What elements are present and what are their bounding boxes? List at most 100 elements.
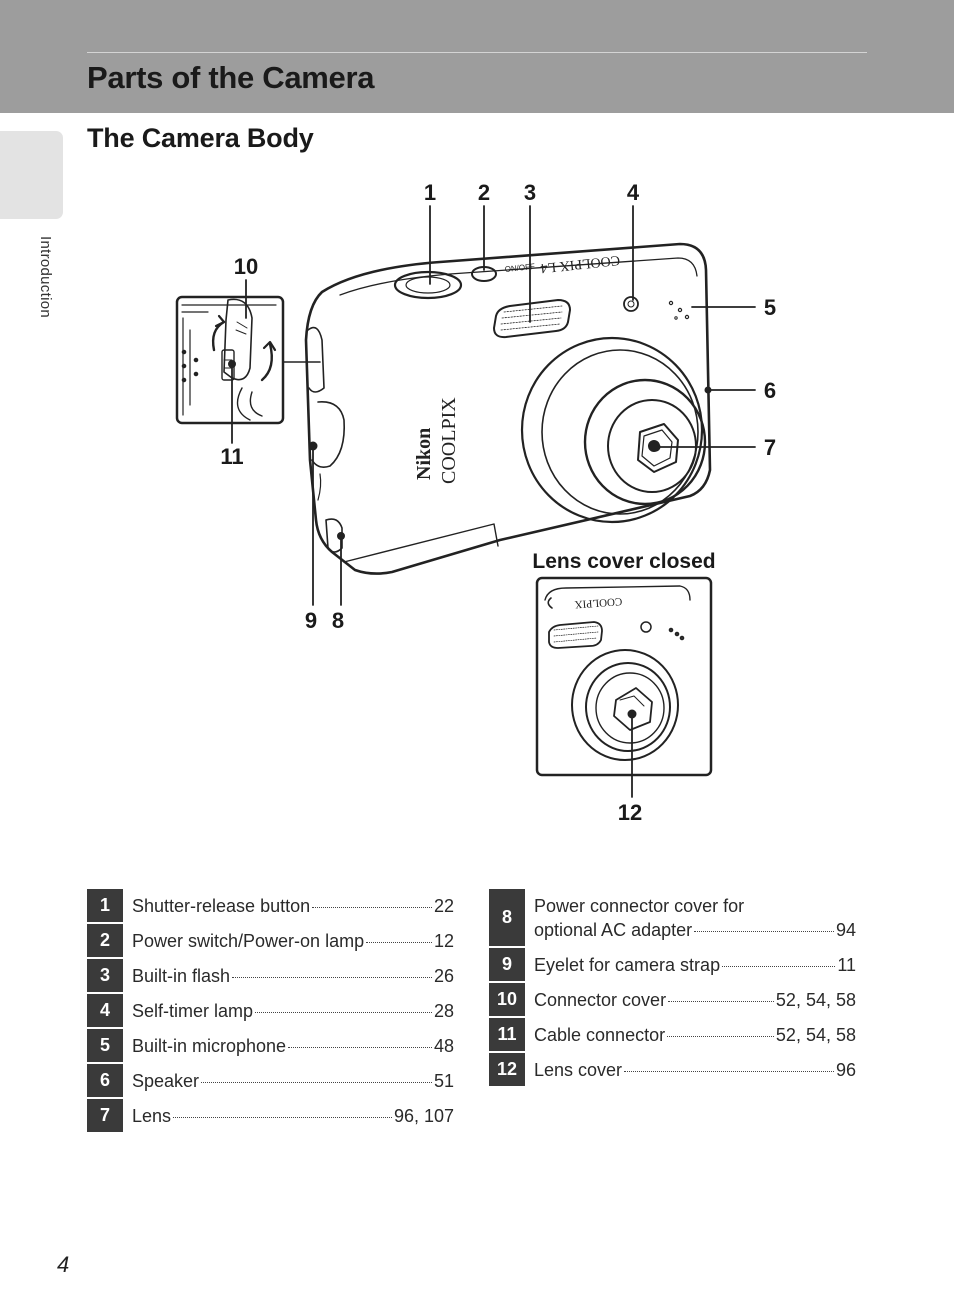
dot-leader — [173, 1116, 392, 1118]
part-number-badge: 3 — [87, 959, 123, 992]
part-row: 7 Lens 96, 107 — [87, 1099, 454, 1132]
part-number-badge: 6 — [87, 1064, 123, 1097]
part-label: Lens — [132, 1105, 172, 1126]
svg-text:COOLPIX L4: COOLPIX L4 — [540, 252, 621, 275]
part-row: 9 Eyelet for camera strap 11 — [489, 948, 856, 981]
page-reference: 96, 107 — [393, 1105, 454, 1126]
page-title: Parts of the Camera — [87, 60, 375, 95]
part-row: 2 Power switch/Power-on lamp 12 — [87, 924, 454, 957]
camera-body — [304, 242, 712, 575]
chapter-tab — [0, 131, 63, 219]
part-number-badge: 9 — [489, 948, 525, 981]
callout-4: 4 — [627, 180, 640, 205]
part-label: Speaker — [132, 1070, 200, 1091]
part-label: optional AC adapter — [534, 919, 693, 940]
lens-assembly — [520, 336, 707, 524]
camera-body-diagram: ON/OFF COOLPIX L4 Nikon COOLPIX — [175, 180, 776, 825]
part-number-badge: 4 — [87, 994, 123, 1027]
page-number: 4 — [57, 1252, 70, 1277]
svg-text:COOLPIX: COOLPIX — [438, 397, 460, 484]
header-band — [0, 0, 954, 113]
svg-text:ON/OFF: ON/OFF — [504, 262, 535, 274]
part-description: Built-in microphone 48 — [123, 1029, 454, 1062]
part-description: Power switch/Power-on lamp 12 — [123, 924, 454, 957]
callout-7: 7 — [764, 435, 776, 460]
svg-text:COOLPIX: COOLPIX — [574, 595, 622, 610]
connector-inset — [175, 295, 285, 425]
part-row: 4 Self-timer lamp 28 — [87, 994, 454, 1027]
dot-leader — [366, 941, 432, 943]
part-description: Eyelet for camera strap 11 — [525, 948, 856, 981]
part-description: Connector cover 52, 54, 58 — [525, 983, 856, 1016]
part-row: 6 Speaker 51 — [87, 1064, 454, 1097]
part-row: 10 Connector cover 52, 54, 58 — [489, 983, 856, 1016]
page-reference: 51 — [433, 1070, 454, 1091]
part-description: Power connector cover for optional AC ada… — [525, 889, 856, 946]
dot-leader — [722, 965, 836, 967]
dot-leader — [694, 930, 834, 932]
dot-leader — [667, 1035, 774, 1037]
page-reference: 52, 54, 58 — [775, 1024, 856, 1045]
page-reference: 96 — [835, 1059, 856, 1080]
page-reference: 12 — [433, 930, 454, 951]
lens-cover-caption: Lens cover closed — [532, 550, 715, 573]
part-label: Connector cover — [534, 989, 667, 1010]
section-title: The Camera Body — [87, 123, 314, 153]
part-label-line1: Power connector cover for — [534, 895, 745, 916]
part-label: Eyelet for camera strap — [534, 954, 721, 975]
callout-9: 9 — [305, 608, 317, 633]
dot-leader — [201, 1081, 432, 1083]
page-reference: 28 — [433, 1000, 454, 1021]
part-number-badge: 12 — [489, 1053, 525, 1086]
dot-leader — [312, 906, 432, 908]
built-in-flash — [493, 299, 571, 339]
dot-leader — [624, 1070, 834, 1072]
part-number-badge: 11 — [489, 1018, 525, 1051]
callout-1: 1 — [424, 180, 436, 205]
part-number-badge: 5 — [87, 1029, 123, 1062]
page-reference: 48 — [433, 1035, 454, 1056]
part-number-badge: 8 — [489, 889, 525, 946]
page-reference: 52, 54, 58 — [775, 989, 856, 1010]
callout-12: 12 — [618, 800, 642, 825]
part-label: Built-in microphone — [132, 1035, 287, 1056]
svg-text:Nikon: Nikon — [413, 428, 435, 480]
page-reference: 22 — [433, 895, 454, 916]
part-number-badge: 2 — [87, 924, 123, 957]
callout-3: 3 — [524, 180, 536, 205]
part-row: 1 Shutter-release button 22 — [87, 889, 454, 922]
part-number-badge: 10 — [489, 983, 525, 1016]
part-row: 12 Lens cover 96 — [489, 1053, 856, 1086]
callout-6: 6 — [764, 378, 776, 403]
dot-leader — [668, 1000, 774, 1002]
part-description: Lens cover 96 — [525, 1053, 856, 1086]
parts-list-right: 8 Power connector cover for optional AC ad… — [489, 889, 856, 1088]
dot-leader — [255, 1011, 432, 1013]
part-description: Shutter-release button 22 — [123, 889, 454, 922]
self-timer-lamp — [623, 296, 639, 312]
header-rule — [87, 52, 867, 53]
part-row: 5 Built-in microphone 48 — [87, 1029, 454, 1062]
dot-leader — [288, 1046, 432, 1048]
part-number-badge: 7 — [87, 1099, 123, 1132]
part-description: Speaker 51 — [123, 1064, 454, 1097]
callout-5: 5 — [764, 295, 776, 320]
part-number-badge: 1 — [87, 889, 123, 922]
part-label: Self-timer lamp — [132, 1000, 254, 1021]
page-reference: 11 — [837, 954, 856, 975]
shutter-release-button — [393, 270, 463, 300]
page-reference: 26 — [433, 965, 454, 986]
part-row: 8 Power connector cover for optional AC ad… — [489, 889, 856, 946]
callout-11: 11 — [220, 444, 243, 469]
dot-leader — [232, 976, 432, 978]
part-description: Lens 96, 107 — [123, 1099, 454, 1132]
part-label: Power switch/Power-on lamp — [132, 930, 365, 951]
part-label: Lens cover — [534, 1059, 623, 1080]
part-description: Self-timer lamp 28 — [123, 994, 454, 1027]
callout-10: 10 — [234, 254, 258, 279]
part-label: Shutter-release button — [132, 895, 311, 916]
